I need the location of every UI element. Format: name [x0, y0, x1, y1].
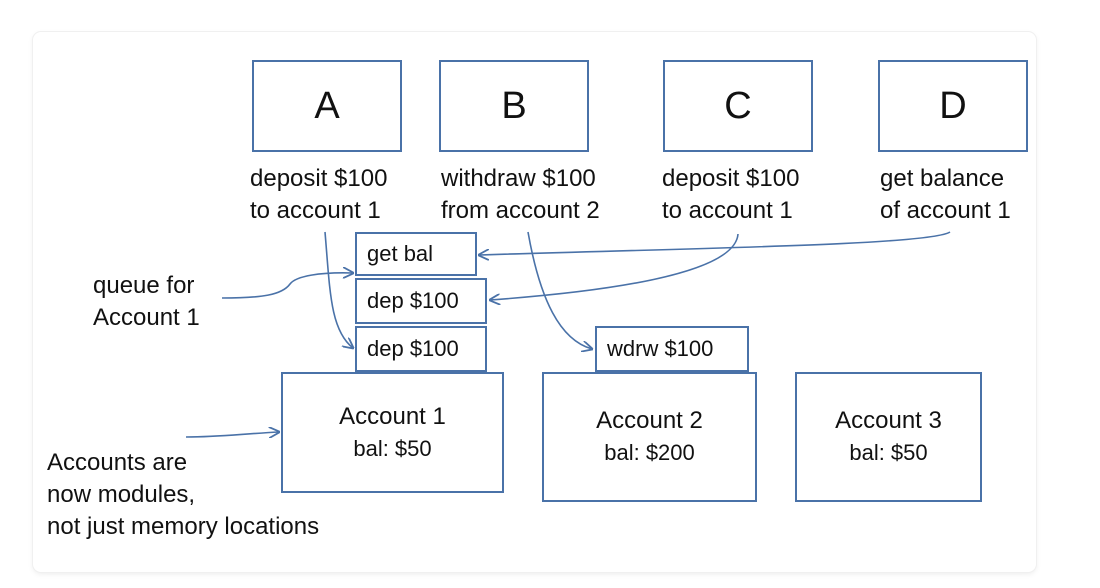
account-box-1: Account 1 bal: $50: [281, 372, 504, 493]
arrow-c-to-queue: [490, 233, 739, 300]
desc-line: to account 1: [662, 197, 793, 224]
note-line: not just memory locations: [47, 513, 320, 540]
client-d-description: get balance of account 1: [880, 163, 1011, 227]
account-name: Account 3: [835, 407, 942, 434]
note-line: Account 1: [93, 304, 200, 331]
queue-item-label: dep $100: [367, 336, 459, 361]
queue-item-wdrw: wdrw $100: [595, 326, 749, 372]
note-line: Accounts are: [47, 449, 188, 476]
desc-line: get balance: [880, 165, 1005, 192]
queue-item-get-bal: get bal: [355, 232, 477, 276]
desc-line: withdraw $100: [441, 165, 596, 192]
queue-item-label: dep $100: [367, 288, 459, 313]
client-a-description: deposit $100 to account 1: [250, 163, 387, 227]
client-label: D: [939, 84, 967, 127]
account-box-3: Account 3 bal: $50: [795, 372, 982, 502]
client-label: C: [724, 84, 752, 127]
client-c-description: deposit $100 to account 1: [662, 163, 799, 227]
queue-item-dep-2: dep $100: [355, 326, 487, 372]
queue-item-dep-1: dep $100: [355, 278, 487, 324]
desc-line: deposit $100: [250, 165, 388, 192]
client-label: A: [314, 84, 340, 127]
account-balance: bal: $50: [353, 435, 432, 461]
desc-line: from account 2: [441, 197, 600, 224]
account-balance: bal: $50: [849, 440, 928, 465]
account-name: Account 2: [596, 407, 703, 434]
arrow-a-to-queue: [324, 231, 353, 348]
arrow-accounts-note: [185, 432, 279, 437]
client-box-a: A: [252, 60, 402, 152]
arrow-d-to-queue: [479, 231, 951, 255]
arrow-queue-note: [221, 273, 353, 299]
client-box-c: C: [663, 60, 813, 152]
queue-item-label: get bal: [367, 241, 434, 266]
account-box-2: Account 2 bal: $200: [542, 372, 757, 502]
client-label: B: [501, 84, 527, 127]
desc-line: of account 1: [880, 197, 1011, 224]
arrow-b-to-account2-queue: [527, 231, 592, 349]
account-balance: bal: $200: [604, 440, 695, 465]
accounts-note: Accounts are now modules, not just memor…: [47, 447, 319, 543]
client-box-d: D: [878, 60, 1028, 152]
desc-line: to account 1: [250, 197, 381, 224]
desc-line: deposit $100: [662, 165, 800, 192]
note-line: now modules,: [47, 481, 196, 508]
account-name: Account 1: [339, 402, 446, 430]
client-b-description: withdraw $100 from account 2: [441, 163, 600, 227]
note-line: queue for: [93, 272, 195, 299]
queue-note: queue for Account 1: [93, 270, 200, 334]
client-box-b: B: [439, 60, 589, 152]
queue-item-label: wdrw $100: [607, 336, 714, 361]
